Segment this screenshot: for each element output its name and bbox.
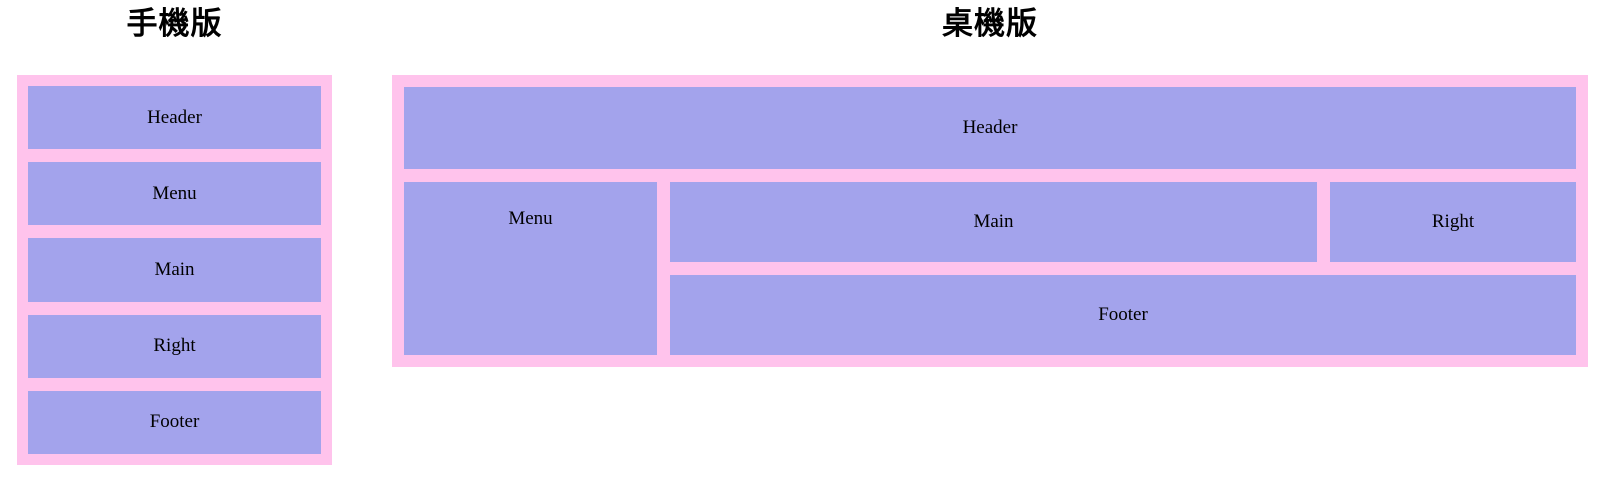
desktop-main-block: Main <box>670 182 1317 262</box>
desktop-right-block: Right <box>1330 182 1576 262</box>
mobile-header-block: Header <box>28 86 321 150</box>
desktop-menu-block: Menu <box>404 182 657 355</box>
desktop-section-title: 桌機版 <box>942 6 1038 42</box>
desktop-header-block: Header <box>404 87 1576 169</box>
mobile-layout-panel: Header Menu Main Right Footer <box>17 75 332 465</box>
mobile-main-block: Main <box>28 238 321 302</box>
mobile-footer-block: Footer <box>28 390 321 455</box>
desktop-footer-block: Footer <box>670 275 1576 355</box>
mobile-right-block: Right <box>28 314 321 378</box>
mobile-menu-block: Menu <box>28 162 321 226</box>
desktop-layout-panel: Header Menu Main Right Footer <box>392 75 1588 367</box>
mobile-section-title: 手機版 <box>126 6 223 42</box>
